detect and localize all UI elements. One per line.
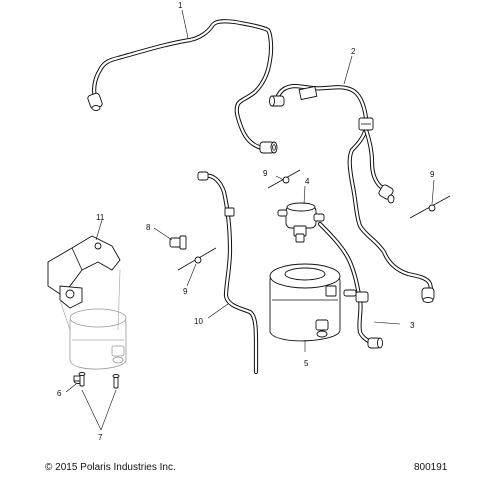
callout-7: 7 <box>98 433 103 442</box>
callout-6: 6 <box>57 389 62 398</box>
screws-part-7 <box>78 372 120 389</box>
clamp-part-9-a <box>267 169 301 189</box>
diagram-number: 800191 <box>414 462 448 473</box>
hose-part-3 <box>317 221 383 349</box>
clamp-part-9-b <box>409 195 451 219</box>
fitting-part-8 <box>169 235 187 250</box>
bracket-part-11 <box>47 235 121 309</box>
callout-5: 5 <box>304 359 309 368</box>
callout-3: 3 <box>410 321 415 330</box>
copyright-text: © 2015 Polaris Industries Inc. <box>45 462 176 473</box>
callout-10: 10 <box>194 317 203 326</box>
callout-1: 1 <box>178 1 183 10</box>
hose-part-1 <box>87 19 278 154</box>
leader-lines <box>65 9 435 431</box>
callout-9-b: 9 <box>430 170 435 179</box>
hose-part-10 <box>197 171 259 375</box>
callout-2: 2 <box>351 47 356 56</box>
hose-part-2 <box>269 83 435 303</box>
callout-11: 11 <box>96 213 105 222</box>
callout-9-c: 9 <box>183 287 188 296</box>
callout-8: 8 <box>146 223 151 232</box>
clamp-part-9-c <box>177 247 217 271</box>
canister-part-5 <box>269 263 357 342</box>
ghost-canister <box>59 269 127 370</box>
callout-9-a: 9 <box>263 169 268 178</box>
valve-part-4 <box>277 202 325 243</box>
callout-4: 4 <box>305 177 310 186</box>
